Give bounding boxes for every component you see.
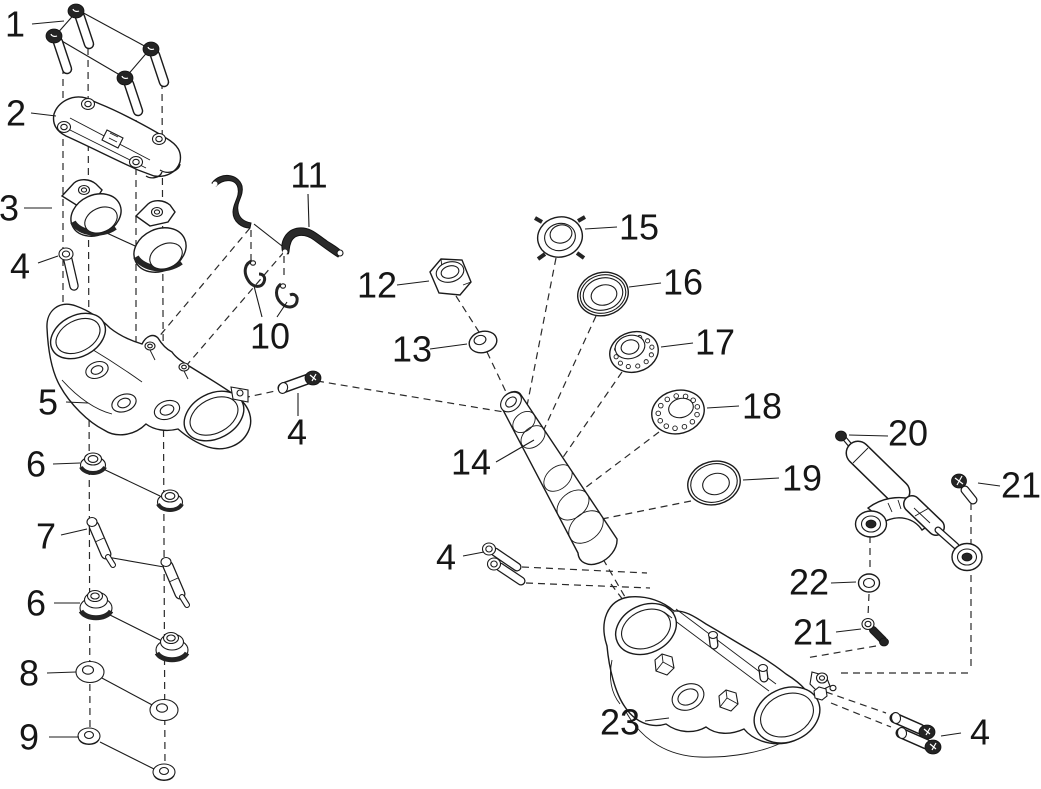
part-callout-21: 21 [793, 612, 833, 653]
part-callout-23: 23 [600, 702, 640, 743]
cable-guide-brackets [211, 175, 344, 258]
part-callout-20: 20 [888, 413, 928, 454]
riser-studs [87, 518, 187, 606]
callout-labels: 1234567689101112134144151617181920212221… [0, 4, 1041, 758]
lower-seal-ring [687, 460, 741, 506]
damper-bolt-upper [951, 473, 978, 505]
part-callout-10: 10 [250, 316, 290, 357]
handlebar-clamp-bolts [46, 4, 164, 111]
damper-bolt-lower [861, 617, 889, 647]
part-callout-19: 19 [782, 458, 822, 499]
part-callout-16: 16 [663, 262, 703, 303]
part-callout-14: 14 [451, 442, 491, 483]
bearing-dust-cap [534, 215, 586, 261]
bolt-4-top-left [58, 247, 79, 291]
part-callout-9: 9 [19, 717, 39, 758]
part-callout-4: 4 [10, 246, 30, 287]
lower-bearing [651, 389, 705, 435]
handlebar-riser-top-clamp [52, 96, 182, 179]
upper-bearing [609, 330, 659, 374]
steering-stem-nut [429, 258, 472, 296]
part-callout-17: 17 [695, 322, 735, 363]
part-callout-4: 4 [970, 712, 990, 753]
bolts-4-bottom-right [889, 711, 942, 755]
steering-damper [835, 430, 983, 572]
stem-washer [468, 330, 498, 354]
steering-stem [500, 390, 618, 566]
part-callout-21: 21 [1001, 465, 1041, 506]
part-callout-6: 6 [26, 444, 46, 485]
bolt-4-middle [277, 370, 322, 394]
damper-washer [857, 573, 881, 593]
riser-mounts-lower [80, 591, 188, 662]
riser-nuts [77, 727, 176, 782]
part-callout-18: 18 [742, 386, 782, 427]
handlebar-lower-clamps [60, 179, 187, 273]
cable-clips [243, 259, 299, 309]
riser-grommets-upper [78, 451, 185, 513]
part-callout-6: 6 [26, 583, 46, 624]
bolts-4-stem-base [481, 542, 526, 586]
part-callout-2: 2 [6, 93, 26, 134]
part-callout-12: 12 [357, 265, 397, 306]
part-callout-13: 13 [392, 329, 432, 370]
upper-seal-ring [577, 271, 629, 317]
part-callout-22: 22 [789, 562, 829, 603]
leader-lines [24, 20, 1001, 738]
lower-triple-clamp [603, 595, 837, 758]
part-callout-4: 4 [287, 412, 307, 453]
part-callout-1: 1 [5, 4, 25, 45]
projection-lines [62, 47, 972, 771]
part-callout-8: 8 [19, 653, 39, 694]
part-callout-7: 7 [36, 516, 56, 557]
top-triple-clamp [46, 303, 252, 450]
part-callout-4: 4 [436, 537, 456, 578]
part-callout-15: 15 [619, 207, 659, 248]
part-callout-3: 3 [0, 188, 19, 229]
part-callout-5: 5 [38, 382, 58, 423]
part-callout-11: 11 [290, 155, 327, 196]
